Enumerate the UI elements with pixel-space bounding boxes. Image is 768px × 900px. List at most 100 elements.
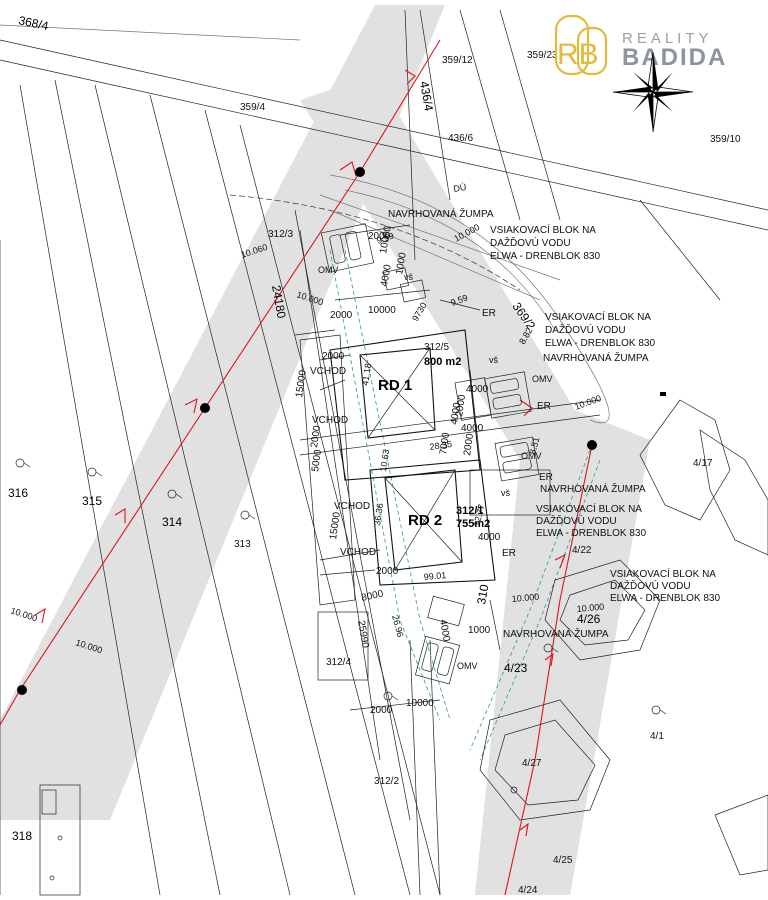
- pylon-marker: [17, 685, 27, 695]
- parcel-label: 4/26: [577, 612, 601, 626]
- annotation-text: ELWA - DRENBLOK 830: [610, 593, 720, 604]
- parcel-boundary-lines: [0, 9, 768, 896]
- contour-text: 99.01: [423, 570, 446, 582]
- neighbour-buildings: [39, 399, 768, 896]
- logo-monogram: RB: [557, 38, 599, 71]
- dimension-text: 2000: [370, 705, 393, 716]
- dimension-text: 2000: [462, 432, 476, 456]
- parcel-label: 4/23: [504, 661, 528, 675]
- annotation-text: ELWA - DRENBLOK 830: [545, 338, 655, 349]
- north-arrow-icon: [612, 51, 694, 133]
- parcel-label: 359/12: [442, 55, 473, 66]
- annotation-text: DAŽĎOVÚ VODU: [545, 323, 626, 336]
- contour-text: 10.000: [576, 602, 604, 614]
- parcel-label: 315: [82, 494, 102, 508]
- annotation-text: VSIAKOVACÍ BLOK NA: [536, 502, 642, 515]
- parcel-label: 4/24: [518, 885, 538, 896]
- building-plots: [299, 329, 601, 606]
- annotation-text: VCHOD: [312, 415, 348, 426]
- annotation-text: VCHOD: [340, 547, 376, 558]
- annotation-text: ELWA - DRENBLOK 830: [490, 251, 600, 262]
- annotation-text: NAVRHOVANÁ ŽUMPA: [503, 627, 609, 640]
- pylon-marker: [355, 167, 365, 177]
- annotation-text: vš: [404, 272, 414, 282]
- dimension-text: 4000: [379, 263, 394, 287]
- dimension-text: 24180: [269, 284, 289, 320]
- house-name: RD 2: [408, 512, 442, 529]
- parcel-label: 313: [234, 539, 251, 550]
- parcel-label: 4/1: [650, 731, 664, 742]
- annotation-text: OMV: [457, 661, 478, 671]
- annotation-text: VCHOD: [310, 366, 346, 377]
- parcel-label: 4/25: [553, 855, 573, 866]
- dimension-text: 2000: [368, 231, 391, 242]
- dimension-text: 15000: [294, 369, 309, 399]
- dimension-text: 10000: [378, 225, 394, 255]
- house-name: RD 1: [378, 377, 412, 394]
- house-rd1: [359, 347, 436, 439]
- annotation-text: DÚ: [453, 182, 468, 194]
- reality-badida-logo: RB REALITY BADIDA: [554, 14, 727, 76]
- power-line: [0, 39, 597, 896]
- contour-text: 8.51: [527, 436, 541, 456]
- parcel-label: 312/3: [268, 229, 293, 240]
- dimension-text: 7000: [438, 431, 452, 455]
- contour-text: 10.000: [511, 592, 539, 604]
- parcel-label: 316: [8, 486, 28, 500]
- contour-text: 28.35: [429, 439, 453, 452]
- dimension-text: 4000: [449, 401, 463, 425]
- dimension-lines: [294, 224, 501, 711]
- dimension-text: 2000: [376, 566, 399, 577]
- protective-zone-bands: [0, 5, 650, 895]
- dimension-text: 2000: [330, 310, 353, 321]
- house-area: 755m2: [456, 518, 490, 530]
- dimension-text: 10000: [368, 305, 396, 316]
- annotation-text: vš: [489, 355, 499, 365]
- parcel-label: 359/23: [527, 50, 558, 61]
- dimension-text: 2000: [309, 424, 323, 448]
- logo-word-reality: REALITY: [622, 30, 713, 47]
- house-parcel: 312/5: [424, 342, 449, 353]
- contour-text: 10.000: [9, 605, 38, 623]
- dimension-text: 2000: [454, 393, 468, 417]
- parcel-label: 436/6: [448, 133, 473, 144]
- annotation-text: VSIAKOVACÍ BLOK NA: [545, 310, 651, 323]
- pylon-marker: [200, 403, 210, 413]
- dimension-labels: 2000 10000 2000 10000 2000 15000 2000 50…: [9, 222, 604, 716]
- parcel-label: 4/17: [693, 458, 713, 469]
- parking-spots: [320, 223, 540, 685]
- annotation-text: ER: [537, 401, 551, 412]
- contour-text: 26.96: [390, 614, 405, 638]
- dimension-text: 4000: [478, 532, 501, 543]
- contour-text: 10.63: [378, 449, 391, 473]
- annotation-text: VSIAKOVACÍ BLOK NA: [610, 567, 716, 580]
- parcel-label: 4/27: [522, 758, 542, 769]
- contour-text: 41.18: [360, 363, 373, 387]
- parcel-label: 314: [162, 515, 182, 529]
- annotation-text: NAVRHOVANÁ ŽUMPA: [388, 207, 494, 220]
- house-labels: RD 1 312/5 800 m2 RD 2 312/1 755m2: [378, 342, 490, 530]
- dimension-text: 8000: [360, 588, 384, 603]
- contour-text: 10.000: [573, 393, 602, 412]
- terrain-symbols: [15, 392, 667, 881]
- parcel-label: 312/2: [374, 776, 399, 787]
- parcel-label: 359/4: [240, 102, 265, 113]
- parcel-label: 312/4: [326, 657, 351, 668]
- annotation-text: ER: [482, 308, 496, 319]
- parcel-label: 4/22: [572, 545, 592, 556]
- logo-word-badida: BADIDA: [622, 44, 727, 71]
- contour-text: 36.36: [372, 503, 385, 527]
- dimension-text: 1000: [394, 251, 409, 275]
- dimension-text: 4000: [461, 423, 484, 434]
- dimension-text: 10000: [406, 698, 434, 709]
- dimension-text: 5000: [310, 448, 324, 472]
- design-annotations: NAVRHOVANÁ ŽUMPA VSIAKOVACÍ BLOK NA DAŽĎ…: [310, 182, 720, 671]
- dimension-text: 4000: [437, 619, 452, 643]
- dimension-text: 15000: [328, 511, 343, 541]
- house-parcel: 312/1: [456, 505, 484, 517]
- annotation-text: NAVRHOVANÁ ŽUMPA: [540, 482, 646, 495]
- parcel-label: 318: [12, 829, 32, 843]
- annotation-text: VCHOD: [334, 501, 370, 512]
- parcel-label: 368/4: [17, 13, 50, 33]
